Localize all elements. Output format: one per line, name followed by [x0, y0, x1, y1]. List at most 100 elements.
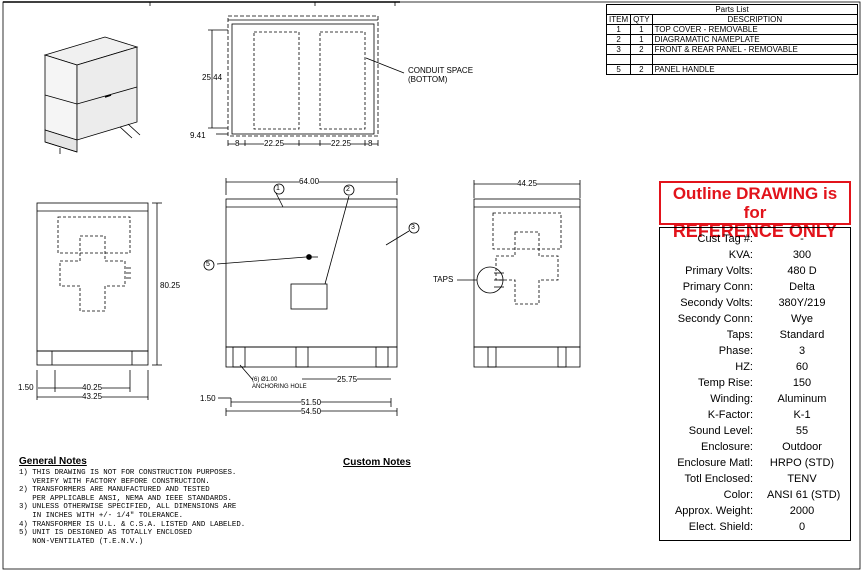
note-line: 4) TRANSFORMER IS U.L. & C.S.A. LISTED A…: [19, 520, 246, 529]
spec-value: TENV: [787, 473, 817, 485]
spec-value: Outdoor: [782, 441, 822, 453]
spec-label: Totl Enclosed:: [684, 473, 753, 485]
custom-notes-title: Custom Notes: [343, 457, 411, 468]
spec-row: Primary Conn: Delta: [660, 281, 850, 297]
spec-row: Sound Level:55: [660, 425, 850, 441]
dim-side-outer: 43.25: [82, 392, 103, 401]
spec-value: K-1: [793, 409, 811, 421]
spec-label: Primary Volts:: [685, 265, 753, 277]
dim-front-width: 64.00: [299, 177, 320, 186]
spec-row: Secondy Volts:380Y/219: [660, 297, 850, 313]
spec-value: 0: [798, 521, 806, 533]
spec-value: Delta: [789, 281, 815, 293]
spec-value: 150: [792, 377, 812, 389]
dim-right-width: 44.25: [517, 179, 538, 188]
dim-offset-top: 9.41: [190, 131, 206, 140]
anchor-hole-label-2: ANCHORING HOLE: [252, 384, 307, 390]
parts-row: 1 1 TOP COVER - REMOVABLE: [605, 24, 859, 35]
parts-item: 2: [605, 34, 632, 45]
note-line: 2) TRANSFORMERS ARE MANUFACTURED AND TES…: [19, 486, 210, 495]
note-line: 3) UNLESS OTHERWISE SPECIFIED, ALL DIMEN…: [19, 503, 237, 512]
spec-value: ANSI 61 (STD): [767, 489, 841, 501]
dim-height-top: 25.44: [202, 73, 223, 82]
dim-b: 22.25: [264, 139, 285, 148]
dim-front-base: 1.50: [200, 394, 216, 403]
general-notes-list: 1) THIS DRAWING IS NOT FOR CONSTRUCTION …: [19, 469, 245, 546]
parts-row: 2 1 DIAGRAMATIC NAMEPLATE: [605, 34, 859, 45]
spec-label: Phase:: [718, 345, 753, 357]
spec-row: Cust Tag #: -: [660, 233, 850, 249]
parts-description: PANEL HANDLE: [651, 64, 859, 75]
parts-description: FRONT & REAR PANEL - REMOVABLE: [651, 44, 859, 55]
top-view: [208, 15, 405, 146]
taps-label: TAPS: [433, 275, 454, 284]
parts-description: DIAGRAMATIC NAMEPLATE: [651, 34, 859, 45]
spec-label: Enclosure Matl:: [677, 457, 753, 469]
right-view: [457, 180, 581, 368]
dim-front-25: 25.75: [337, 375, 358, 384]
parts-item: 3: [605, 44, 632, 55]
note-line: 5) UNIT IS DESIGNED AS TOTALLY ENCLOSED: [19, 529, 192, 538]
parts-list: Parts List ITEM QTY DESCRIPTION 1 1 TOP …: [605, 4, 859, 75]
spec-label: Elect. Shield:: [688, 521, 753, 533]
stamp-line-2: REFERENCE ONLY: [672, 221, 838, 241]
parts-item: [605, 54, 632, 65]
dim-side-base: 1.50: [18, 383, 34, 392]
spec-row: HZ: 60: [660, 361, 850, 377]
spec-label: Temp Rise:: [697, 377, 753, 389]
callout-1-label: 1: [276, 185, 280, 192]
spec-label: Winding:: [710, 393, 753, 405]
conduit-label-1: CONDUIT SPACE: [408, 66, 474, 75]
parts-qty: 1: [630, 34, 653, 45]
spec-row: Phase:3: [660, 345, 850, 361]
spec-row: Secondy Conn: Wye: [660, 313, 850, 329]
callout-5: [203, 259, 215, 271]
spec-label: Primary Conn:: [682, 281, 753, 293]
spec-value: Standard: [779, 329, 825, 341]
note-line: 1) THIS DRAWING IS NOT FOR CONSTRUCTION …: [19, 469, 237, 477]
spec-label: Secondy Volts:: [680, 297, 753, 309]
spec-value: 55: [795, 425, 809, 437]
spec-row: KVA:300: [660, 249, 850, 265]
spec-value: 2000: [789, 505, 815, 517]
callout-2: [343, 184, 355, 196]
parts-header-item: ITEM: [605, 14, 632, 25]
isometric-view: [43, 36, 141, 154]
callout-3: [408, 222, 420, 234]
spec-value: -: [800, 233, 804, 245]
callout-2-label: 2: [346, 186, 350, 193]
spec-row: Taps:Standard: [660, 329, 850, 345]
note-line: VERIFY WITH FACTORY BEFORE CONSTRUCTION.: [19, 477, 210, 486]
spec-label: Cust Tag #:: [697, 233, 753, 245]
dim-side-height: 80.25: [160, 281, 181, 290]
parts-header-qty: QTY: [630, 14, 653, 25]
callout-1: [273, 183, 285, 195]
spec-row: Totl Enclosed: TENV: [660, 473, 850, 489]
general-notes-title: General Notes: [19, 456, 87, 467]
spec-label: Secondy Conn:: [677, 313, 753, 325]
spec-value: Aluminum: [777, 393, 827, 405]
reference-stamp: Outline DRAWING is for REFERENCE ONLY: [659, 181, 851, 241]
parts-description: TOP COVER - REMOVABLE: [651, 24, 859, 35]
spec-label: Enclosure:: [701, 441, 753, 453]
parts-qty: 2: [630, 64, 653, 75]
dim-d: 8: [368, 139, 373, 148]
spec-row: Color:ANSI 61 (STD): [660, 489, 850, 505]
parts-list-caption: Parts List: [606, 4, 858, 15]
spec-value: Wye: [791, 313, 813, 325]
spec-value: 480 D: [787, 265, 817, 277]
spec-row: Elect. Shield: 0: [660, 521, 850, 537]
spec-row: Temp Rise: 150: [660, 377, 850, 393]
anchor-hole-label-1: (6) Ø1.00: [252, 377, 278, 383]
spec-label: HZ:: [735, 361, 753, 373]
note-line: IN INCHES WITH +/- 1/4" TOLERANCE.: [19, 511, 184, 520]
parts-item: 5: [605, 64, 632, 75]
spec-value: 300: [792, 249, 812, 261]
note-line: PER APPLICABLE ANSI, NEMA AND IEEE STAND…: [19, 494, 232, 503]
callout-5-label: 5: [206, 261, 210, 268]
spec-row: Approx. Weight:2000: [660, 505, 850, 521]
spec-value: 60: [795, 361, 809, 373]
dim-front-inner: 51.50: [301, 398, 322, 407]
